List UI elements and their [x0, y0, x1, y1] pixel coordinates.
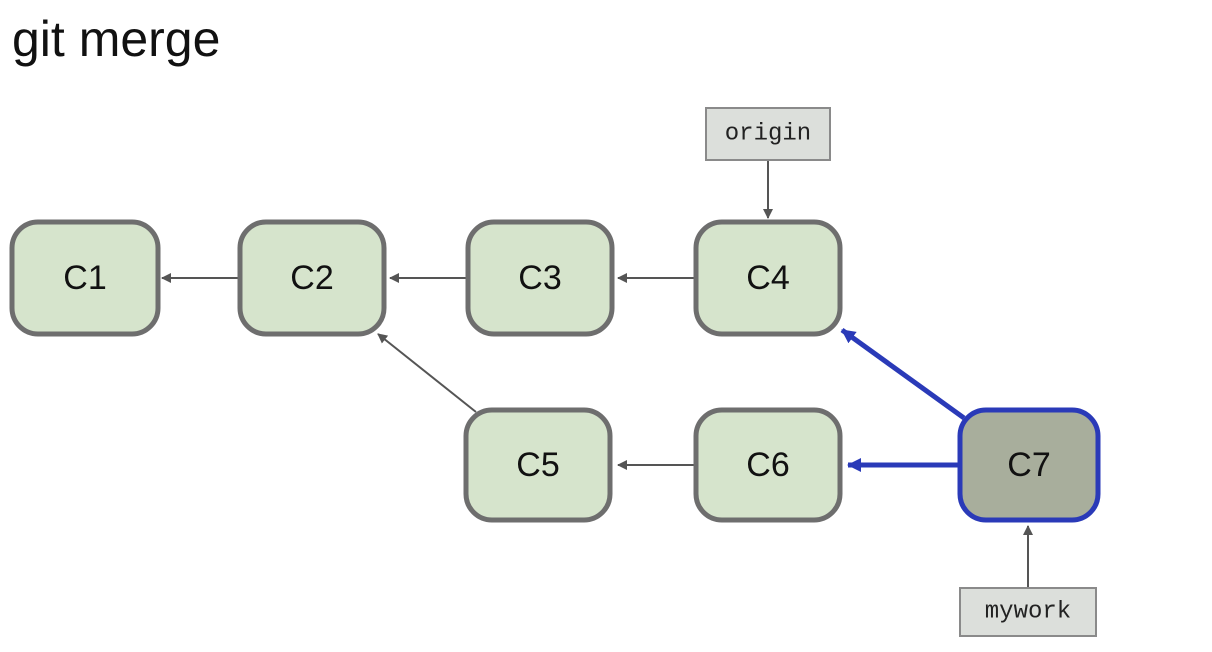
commit-label-c5: C5: [516, 446, 559, 484]
commit-label-c2: C2: [290, 259, 333, 297]
commit-label-c6: C6: [746, 446, 789, 484]
edge-c7-c4: [840, 327, 966, 421]
commit-node-c4: C4: [693, 219, 843, 337]
diagram-title: git merge: [12, 11, 221, 67]
commit-node-c6: C6: [693, 407, 843, 523]
commit-label-c3: C3: [518, 259, 561, 297]
ref-tag-mywork: mywork: [959, 587, 1097, 637]
ref-label-origin: origin: [725, 121, 811, 148]
edge-c5-c2: [377, 333, 477, 413]
commit-label-c4: C4: [746, 259, 789, 297]
ref-label-mywork: mywork: [985, 599, 1071, 626]
commit-node-c1: C1: [9, 219, 161, 337]
commit-label-c1: C1: [63, 259, 106, 297]
commit-node-c2: C2: [237, 219, 387, 337]
commit-node-c3: C3: [465, 219, 615, 337]
edges: [161, 160, 1033, 588]
ref-tag-origin: origin: [705, 107, 831, 161]
commit-label-c7: C7: [1007, 446, 1050, 484]
commit-node-c5: C5: [463, 407, 613, 523]
commit-node-c7: C7: [957, 407, 1101, 523]
